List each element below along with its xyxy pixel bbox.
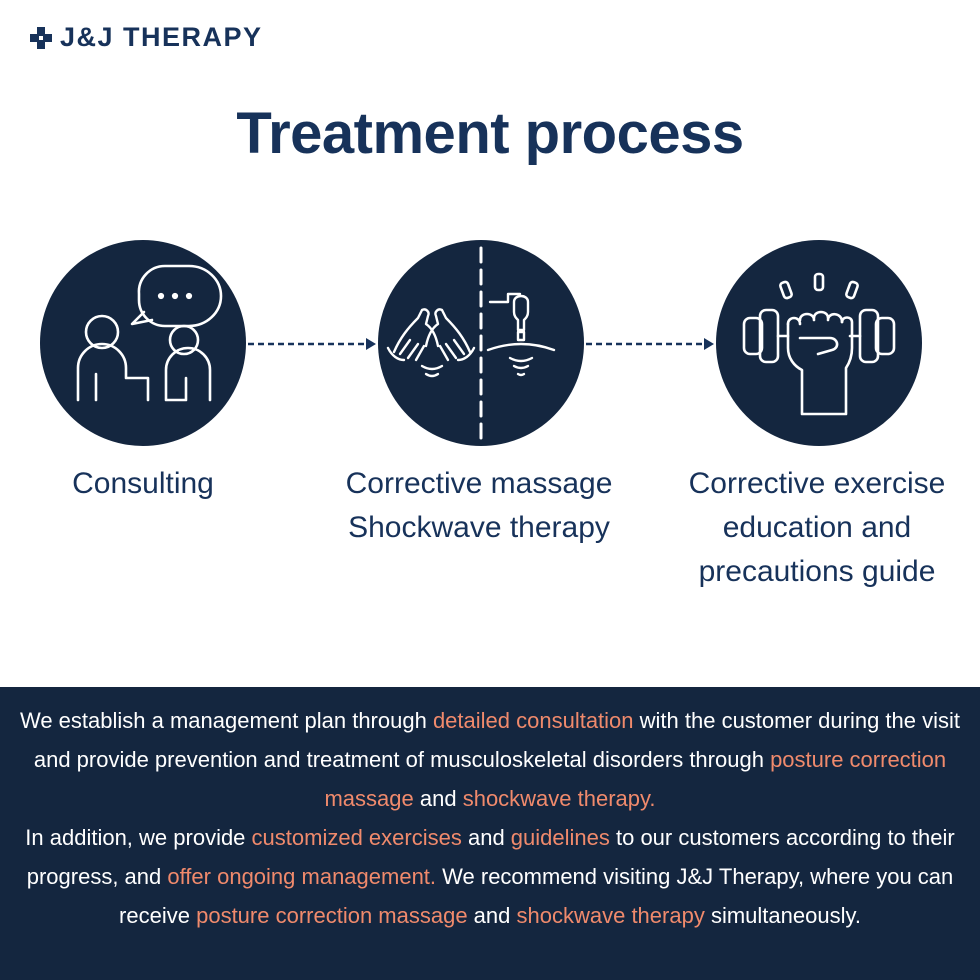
description-segment: We recommend visiting J&J Therapy, where… [119,864,954,928]
highlight-ongoing-management: offer ongoing management. [167,864,437,889]
page-title: Treatment process [236,101,744,166]
fist-dumbbell-icon [742,272,896,416]
description-segment: to our customers according to their prog… [26,825,955,889]
brand-logo[interactable]: J&J THERAPY [28,22,263,53]
description-segment: with the customer during the visit and p… [33,708,961,772]
description-segment: and [467,903,517,928]
highlight-posture-correction-massage-2: posture correction massage [196,903,468,928]
medical-cross-logo-icon [30,26,52,49]
description-segment: simultaneously. [704,903,861,928]
step-exercise-label: Corrective exercise education and precau… [652,462,980,594]
step-exercise-circle [716,240,922,446]
step-massage-circle [378,240,584,446]
description-segment: and [461,825,511,850]
step-label-line: Consulting [72,467,214,500]
highlight-posture-correction-massage: posture correction massage [324,747,947,811]
step-label-line: precautions guide [698,555,936,588]
dashed-arrow-2 [586,338,714,350]
step-label-line: Corrective massage [345,467,613,500]
description-segment: In addition, we provide [25,825,252,850]
description-text: We establish a management plan through d… [0,687,980,935]
description-segment: We establish a management plan through [19,708,433,733]
step-label-line: Shockwave therapy [348,511,610,544]
massage-hands-shockwave-icon [386,246,556,440]
description-panel: We establish a management plan through d… [0,687,980,980]
description-segment: and [413,786,463,811]
step-massage-label: Corrective massage Shockwave therapy [314,462,644,550]
highlight-shockwave-therapy: shockwave therapy. [462,786,656,811]
step-consulting-circle [40,240,246,446]
step-label-line: Corrective exercise [688,467,946,500]
dashed-arrow-1 [248,338,376,350]
step-consulting-label: Consulting [0,462,308,506]
step-label-line: education and [722,511,912,544]
highlight-guidelines: guidelines [510,825,610,850]
highlight-detailed-consultation: detailed consultation [432,708,634,733]
highlight-shockwave-therapy-2: shockwave therapy [516,903,705,928]
highlight-customized-exercises: customized exercises [251,825,462,850]
brand-name: J&J THERAPY [60,22,263,52]
consultation-people-speech-bubble-icon [76,264,223,402]
